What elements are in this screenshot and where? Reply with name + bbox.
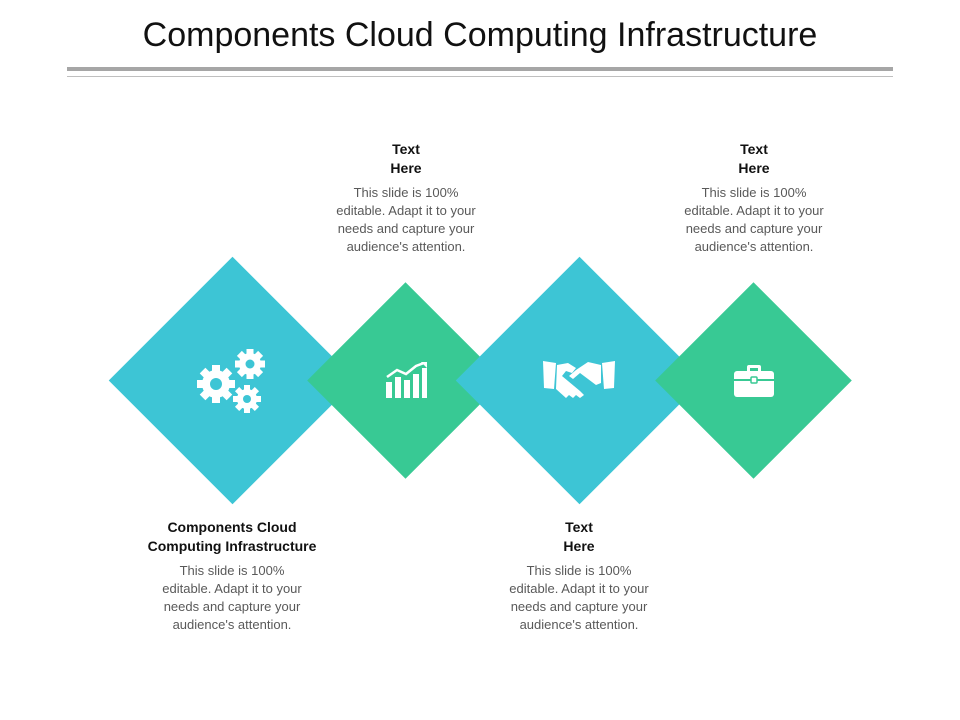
text-block-1: Components Cloud Computing Infrastructur…: [117, 518, 347, 634]
briefcase-icon: [733, 364, 775, 398]
text-block-4: Text Here This slide is 100% editable. A…: [639, 140, 869, 256]
text-block-2-heading: Text Here: [390, 141, 422, 176]
title-divider-thick: [67, 67, 893, 71]
text-block-4-heading: Text Here: [738, 141, 770, 176]
text-block-4-body: This slide is 100% editable. Adapt it to…: [684, 185, 824, 254]
text-block-2: Text Here This slide is 100% editable. A…: [291, 140, 521, 256]
text-block-3-body: This slide is 100% editable. Adapt it to…: [509, 563, 649, 632]
text-block-3-heading: Text Here: [563, 519, 595, 554]
gears-icon: [196, 346, 270, 416]
text-block-1-body: This slide is 100% editable. Adapt it to…: [162, 563, 302, 632]
page-title: Components Cloud Computing Infrastructur…: [142, 16, 818, 54]
handshake-icon: [542, 357, 616, 403]
text-block-2-body: This slide is 100% editable. Adapt it to…: [336, 185, 476, 254]
text-block-3: Text Here This slide is 100% editable. A…: [464, 518, 694, 634]
title-divider-thin: [67, 76, 893, 77]
bar-chart-icon: [384, 362, 428, 400]
text-block-1-heading: Components Cloud Computing Infrastructur…: [147, 519, 317, 554]
